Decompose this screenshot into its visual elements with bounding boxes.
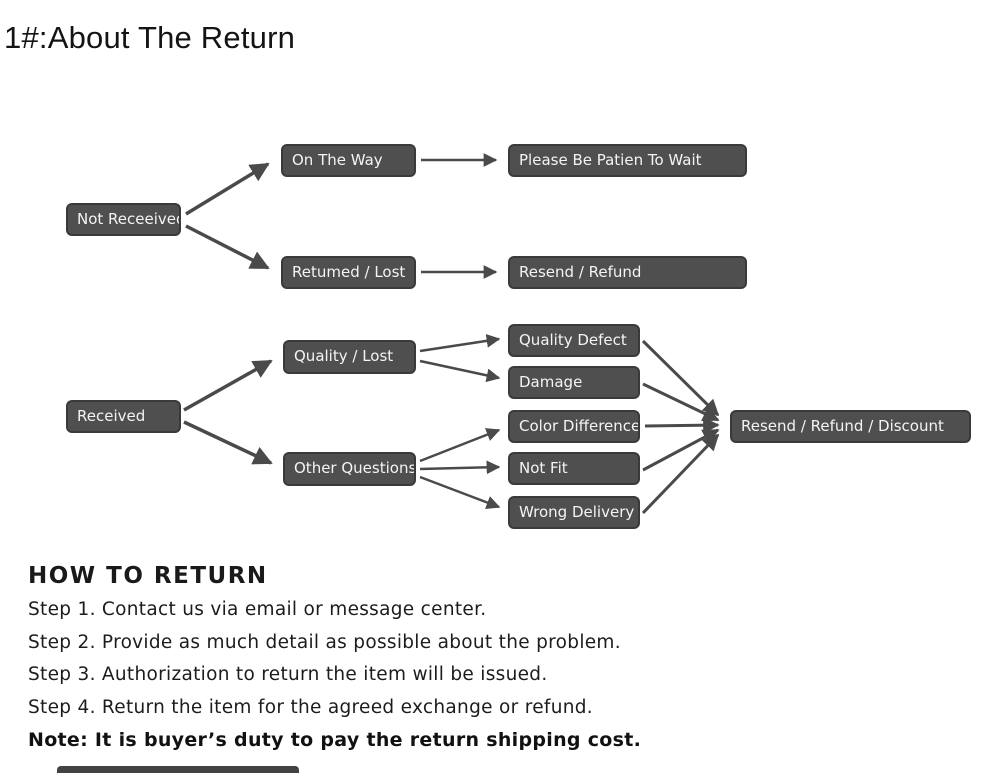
return-step-3: Step 3. Authorization to return the item… <box>28 664 548 685</box>
flow-node-not-fit: Not Fit <box>508 452 640 485</box>
how-to-return-section: HOW TO RETURN Step 1. Contact us via ema… <box>28 563 968 751</box>
flow-node-final-resolution: Resend / Refund / Discount <box>730 410 971 443</box>
flow-node-received: Received <box>66 400 181 433</box>
flow-node-other-questions: Other Questions <box>283 452 416 486</box>
flow-node-resend-refund: Resend / Refund <box>508 256 747 289</box>
flow-node-wrong-delivery: Wrong Delivery <box>508 496 640 529</box>
flow-node-quality-defect: Quality Defect <box>508 324 640 357</box>
return-note: Note: It is buyer’s duty to pay the retu… <box>28 729 642 751</box>
flow-arrows <box>183 153 720 515</box>
flow-node-color-difference: Color Difference <box>508 410 640 443</box>
return-step-2: Step 2. Provide as much detail as possib… <box>28 631 621 653</box>
flow-node-returned-lost: Retumed / Lost <box>281 256 416 289</box>
flow-node-not-received: Not Receeived <box>66 203 181 236</box>
flow-node-damage: Damage <box>508 366 640 399</box>
page-title: 1#:About The Return <box>4 20 296 55</box>
flow-node-on-the-way: On The Way <box>281 144 416 177</box>
next-section-bar-partial <box>57 766 299 773</box>
how-to-return-heading: HOW TO RETURN <box>28 563 268 589</box>
flow-node-please-wait: Please Be Patien To Wait <box>508 144 747 177</box>
return-step-4: Step 4. Return the item for the agreed e… <box>28 696 593 718</box>
return-step-1: Step 1. Contact us via email or message … <box>28 599 487 620</box>
return-flowchart: Not Receeived On The Way Please Be Patie… <box>66 144 971 529</box>
flow-node-quality-lost: Quality / Lost <box>283 340 416 374</box>
